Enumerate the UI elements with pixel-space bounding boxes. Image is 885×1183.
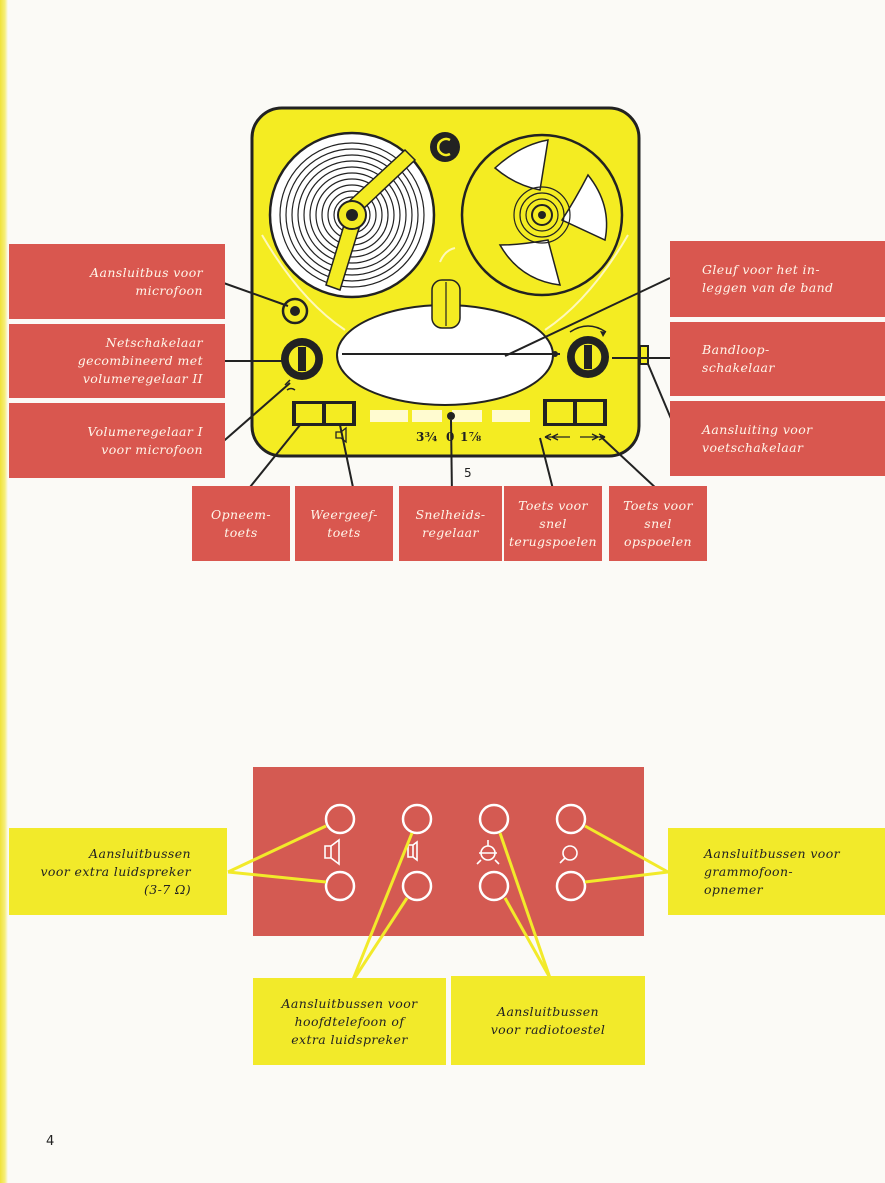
footswitch-jack [639, 345, 649, 365]
label-tape-run-switch: Bandloop- schakelaar [670, 322, 885, 396]
label-fast-forward-key: Toets voor snel opspoelen [609, 486, 707, 561]
label-volume-1: Volumeregelaar I voor microfoon [9, 403, 225, 478]
page-number: 4 [46, 1134, 55, 1149]
gramophone-icon [559, 845, 578, 864]
headphone-icon [407, 840, 418, 862]
label-gramophone-sockets: Aansluitbussen voor grammofoon- opnemer [668, 828, 885, 915]
speed-selector [447, 412, 455, 420]
label-speed-selector: Snelheids- regelaar [399, 486, 502, 561]
label-play-key: Weergeef- toets [295, 486, 393, 561]
wind-keys [543, 399, 607, 441]
speed-marking-right: 1⅞ [460, 430, 482, 444]
page-edge [0, 0, 8, 1183]
speed-marking-left: 3¾ [416, 430, 438, 444]
label-tape-slot: Gleuf voor het in- leggen van de band [670, 241, 885, 317]
label-extra-speaker-sockets: Aansluitbussen voor extra luidspreker (3… [9, 828, 227, 915]
label-microphone-socket: Aansluitbus voor microfoon [9, 244, 225, 319]
figure-number: 5 [464, 466, 473, 480]
radio-icon [476, 840, 500, 865]
logo-knob [430, 132, 460, 162]
right-reel [460, 133, 624, 297]
socket-panel [253, 767, 644, 936]
label-footswitch: Aansluiting voor voetschakelaar [670, 401, 885, 476]
speaker-icon [324, 838, 340, 866]
power-volume-knob [281, 338, 323, 391]
left-reel [268, 131, 436, 299]
label-power-switch: Netschakelaar gecombineerd met volumereg… [9, 324, 225, 398]
label-rewind-key: Toets voor snel terugspoelen [504, 486, 602, 561]
label-record-key: Opneem- toets [192, 486, 290, 561]
label-headphone-sockets: Aansluitbussen voor hoofdtelefoon of ext… [253, 978, 446, 1065]
tape-recorder-diagram [217, 106, 681, 498]
record-play-keys [292, 401, 356, 444]
label-radio-sockets: Aansluitbussen voor radiotoestel [451, 976, 645, 1065]
tape-run-knob [567, 325, 609, 378]
speed-marking-middle: 0 [446, 430, 455, 444]
